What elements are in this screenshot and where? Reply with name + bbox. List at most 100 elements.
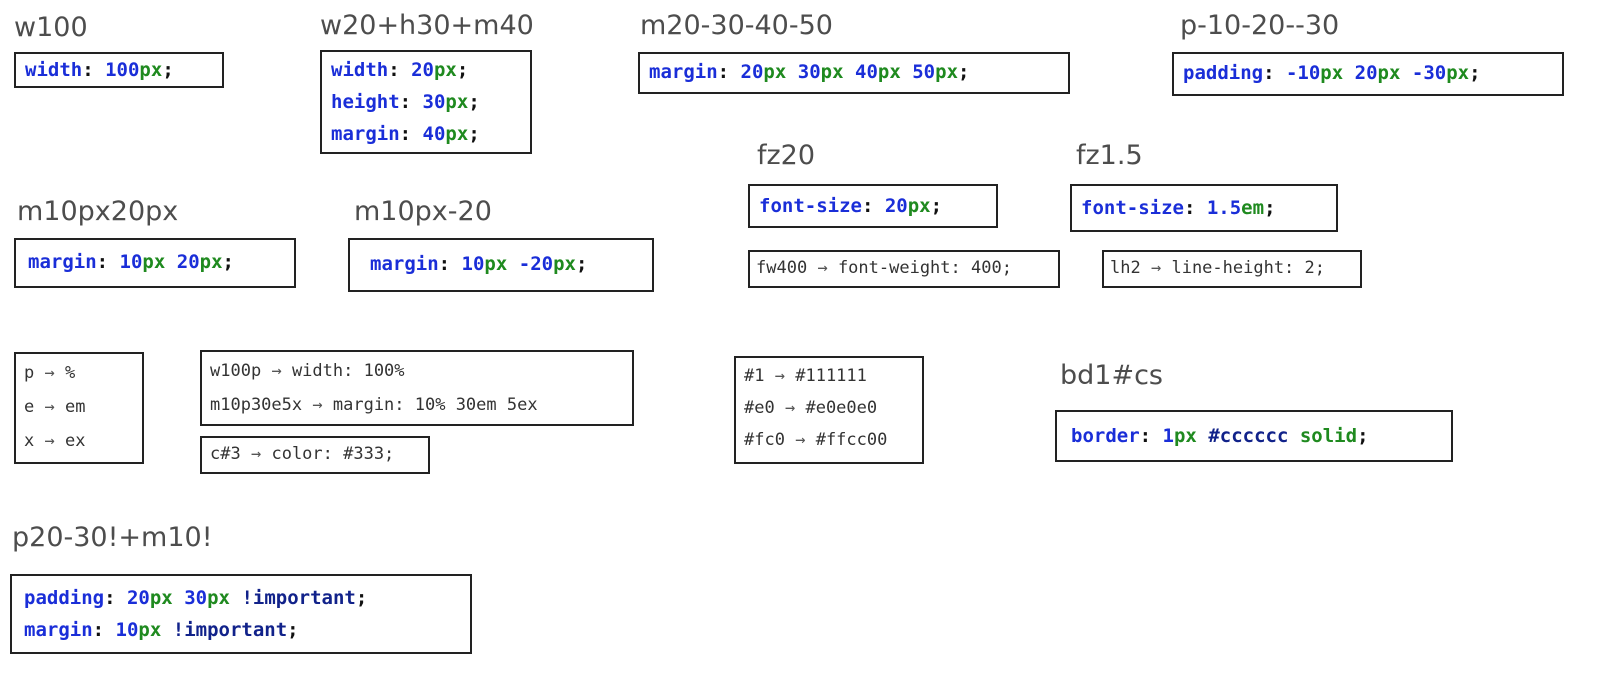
css-number: 40 [422,123,446,145]
css-number: 10 [115,619,139,641]
css-unit: em [1241,197,1265,219]
css-unit: px [484,253,508,275]
mapping-box-lh2: lh2 → line-height: 2; [1102,250,1362,288]
abbr-label-bd1cs: bd1#cs [1060,360,1163,391]
css-property: margin [24,619,93,641]
expanded-text: % [65,363,76,383]
css-number: 30 [797,61,821,83]
color-map-box: #1 → #111111 #e0 → #e0e0e0 #fc0 → #ffcc0… [734,356,924,464]
css-unit: px [433,59,457,81]
abbr-text: fw400 [756,258,808,278]
expanded-text: width: 100% [291,361,405,381]
arrow-icon: → [271,361,282,381]
abbr-text: lh2 [1110,258,1141,278]
code-box-fz15: font-size: 1.5em; [1070,184,1338,232]
abbr-label-fz20: fz20 [757,140,816,171]
expanded-text: margin: 10% 30em 5ex [332,395,538,415]
code-box-p102030: padding: -10px 20px -30px; [1172,52,1564,96]
arrow-icon: → [795,430,806,450]
css-unit: px [139,59,163,81]
expanded-text: #e0e0e0 [805,398,878,418]
css-unit: px [935,61,959,83]
unit-map-box: p → % e → em x → ex [14,352,144,464]
abbr-text: #1 [744,366,765,386]
css-number: -10 [1285,62,1321,84]
css-property: width [25,59,83,81]
arrow-icon: → [1150,258,1162,278]
css-number: -30 [1411,62,1447,84]
css-number: 1 [1162,425,1174,447]
css-unit: px [445,91,469,113]
css-unit: px [199,251,223,273]
css-unit: px [207,587,230,609]
mapping-box-c3: c#3 → color: #333; [200,436,430,474]
expanded-text: #111111 [795,366,867,386]
arrow-icon: → [44,397,55,417]
css-property: margin [649,61,718,83]
arrow-icon: → [784,398,796,418]
arrow-icon: → [44,431,55,451]
abbr-text: #e0 [744,398,775,418]
abbr-text: w100p [210,361,262,381]
expanded-text: ex [65,431,86,451]
css-keyword: !important [241,587,356,609]
code-box-bd1cs: border: 1px #cccccc solid; [1055,410,1453,462]
css-property: padding [24,587,105,609]
arrow-icon: → [250,444,262,464]
mapping-box-fw400: fw400 → font-weight: 400; [748,250,1060,288]
abbr-text: p [24,363,35,383]
css-unit: px [763,61,787,83]
code-box-m20304050: margin: 20px 30px 40px 50px; [638,52,1070,94]
css-unit: px [877,61,901,83]
css-property: padding [1183,62,1264,84]
code-box-m10px-20: margin: 10px -20px; [348,238,654,292]
expanded-text: line-height: 2; [1171,258,1325,278]
css-number: -20 [518,253,554,275]
css-number: 20 [411,59,434,81]
css-property: border [1071,425,1140,447]
css-property: width [331,59,389,81]
arrow-icon: → [312,395,323,415]
css-unit: px [445,123,469,145]
abbr-text: e [24,397,35,417]
css-property: margin [370,253,439,275]
abbr-text: m10p30e5x [210,395,303,415]
css-unit: px [1446,62,1470,84]
css-number: 1.5 [1206,197,1242,219]
code-box-important: padding: 20px 30px !important; margin: 1… [10,574,472,654]
css-number: 20 [176,251,200,273]
css-keyword: solid [1299,425,1358,447]
abbr-label-w20h30m40: w20+h30+m40 [320,10,534,41]
expanded-text: color: #333; [271,444,395,464]
arrow-icon: → [817,258,828,278]
abbr-label-m10px20px: m10px20px [17,196,179,227]
code-box-w20h30m40: width: 20px; height: 30px; margin: 40px; [320,50,532,154]
css-property: height [331,91,400,113]
unit-example-box: w100p → width: 100% m10p30e5x → margin: … [200,350,634,426]
abbr-label-m10px-20: m10px-20 [354,196,492,227]
css-color: #cccccc [1208,425,1289,447]
css-keyword: !important [172,619,288,641]
abbr-text: x [24,431,35,451]
abbr-text: #fc0 [744,430,785,450]
css-number: 50 [912,61,936,83]
expanded-text: font-weight: 400; [837,258,1012,278]
css-number: 20 [740,61,764,83]
css-unit: px [553,253,576,275]
css-number: 20 [1354,62,1378,84]
css-unit: px [907,195,931,217]
css-unit: px [149,587,173,609]
css-unit: px [820,61,844,83]
css-number: 40 [855,61,878,83]
css-unit: px [138,619,162,641]
abbr-label-fz15: fz1.5 [1076,140,1143,171]
css-number: 10 [119,251,143,273]
abbr-label-important: p20-30!+m10! [12,522,213,553]
css-unit: px [142,251,166,273]
css-unit: px [1377,62,1401,84]
code-box-m10px20px: margin: 10px 20px; [14,238,296,288]
css-number: 30 [184,587,208,609]
css-number: 100 [105,59,140,81]
expanded-text: em [65,397,86,417]
css-property: font-size [1081,197,1184,219]
